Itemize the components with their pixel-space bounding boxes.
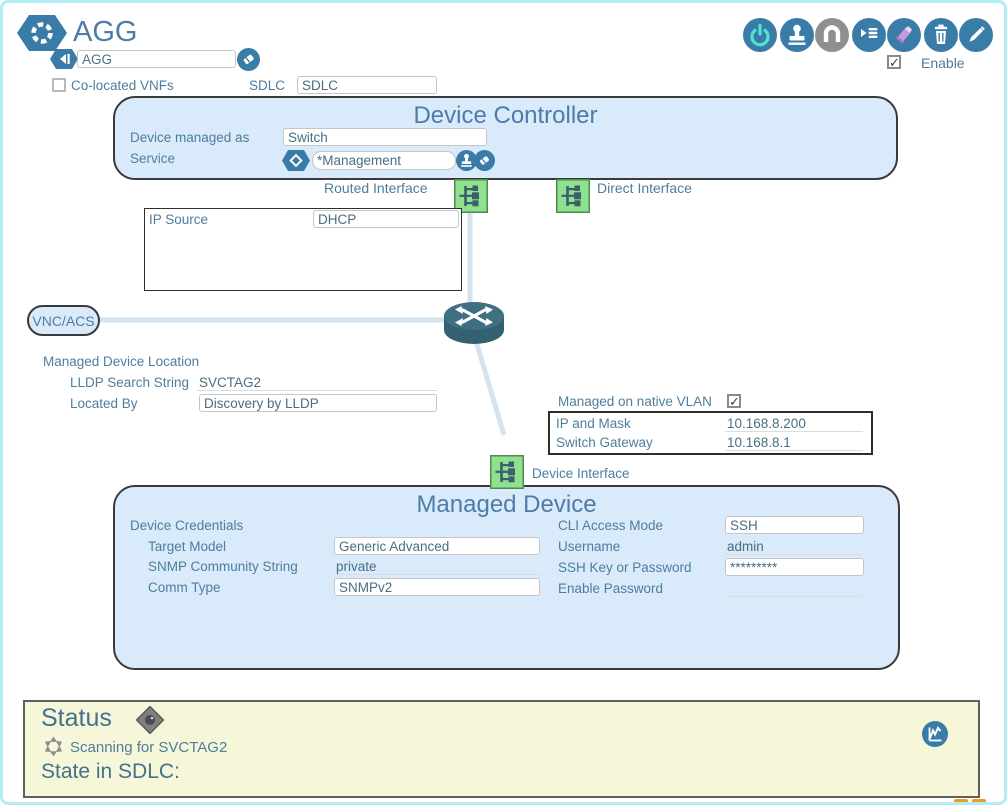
service-hexagon-icon[interactable]: [281, 149, 311, 172]
located-by-input[interactable]: [199, 394, 437, 412]
colocated-vnfs-label: Co-located VNFs: [71, 78, 174, 93]
topology-connectors: [98, 213, 507, 436]
comm-type-input[interactable]: [334, 578, 540, 596]
app-logo-hexagon-icon: [16, 13, 68, 53]
ip-source-label: IP Source: [149, 212, 209, 227]
direct-interface-label: Direct Interface: [597, 180, 692, 196]
magnet-icon[interactable]: [815, 18, 849, 52]
details-icon[interactable]: [852, 18, 886, 52]
edit-icon[interactable]: [959, 18, 993, 52]
status-scanning-text: Scanning for SVCTAG2: [70, 739, 228, 756]
status-panel: [23, 700, 980, 798]
status-title: Status: [41, 704, 112, 732]
username-input[interactable]: [725, 538, 863, 555]
router-icon[interactable]: [443, 299, 505, 347]
ip-and-mask-label: IP and Mask: [556, 416, 631, 431]
device-managed-as-label: Device managed as: [130, 130, 250, 145]
eraser-icon[interactable]: [237, 48, 260, 71]
device-managed-as-input[interactable]: [283, 128, 487, 146]
orange-foot-right: [972, 799, 986, 802]
status-diamond-icon: [135, 705, 165, 735]
ssh-key-label: SSH Key or Password: [558, 560, 692, 575]
chart-icon[interactable]: [922, 721, 948, 747]
power-icon[interactable]: [743, 18, 777, 52]
snmp-community-input[interactable]: [334, 558, 540, 575]
device-controller-title: Device Controller: [413, 102, 598, 129]
lldp-search-input[interactable]: [197, 374, 437, 391]
stamp-icon[interactable]: [780, 18, 814, 52]
managed-device-location-label: Managed Device Location: [43, 354, 200, 369]
enable-checkbox[interactable]: ✓: [887, 55, 901, 70]
ip-source-box: [144, 208, 462, 291]
username-label: Username: [558, 539, 621, 554]
sdlc-input[interactable]: [297, 76, 437, 94]
vnc-acs-node[interactable]: VNC/ACS: [27, 305, 100, 336]
enable-password-label: Enable Password: [558, 581, 664, 596]
name-hexagon-icon: [49, 48, 79, 70]
device-credentials-label: Device Credentials: [130, 518, 244, 533]
service-stamp-icon[interactable]: [456, 150, 477, 171]
vnc-acs-label: VNC/ACS: [32, 312, 95, 329]
state-in-sdlc-label: State in SDLC:: [41, 760, 180, 783]
service-eraser-icon[interactable]: [474, 150, 495, 171]
trash-icon[interactable]: [924, 18, 958, 52]
service-input[interactable]: [312, 151, 456, 170]
device-interface-icon[interactable]: [490, 455, 524, 489]
sdlc-label: SDLC: [249, 78, 286, 93]
cli-access-mode-label: CLI Access Mode: [558, 518, 664, 533]
service-label: Service: [130, 151, 176, 166]
ip-source-input[interactable]: [313, 210, 459, 228]
enable-label: Enable: [921, 55, 965, 71]
name-input[interactable]: [77, 50, 236, 68]
highlighter-icon[interactable]: [887, 18, 921, 52]
spinner-icon: [41, 734, 66, 759]
device-controller-panel: Device Controller: [113, 96, 898, 180]
ip-and-mask-input[interactable]: [725, 415, 863, 432]
target-model-input[interactable]: [334, 537, 540, 555]
managed-native-vlan-checkbox[interactable]: ✓: [727, 394, 741, 409]
enable-password-input[interactable]: [725, 580, 863, 597]
page-title: AGG: [73, 16, 138, 48]
comm-type-label: Comm Type: [148, 580, 221, 595]
device-interface-label: Device Interface: [532, 466, 630, 481]
orange-foot-left: [954, 799, 968, 802]
colocated-vnfs-checkbox[interactable]: [52, 78, 66, 92]
routed-interface-icon[interactable]: [454, 179, 488, 213]
ssh-key-input[interactable]: [725, 558, 864, 576]
lldp-search-label: LLDP Search String: [70, 375, 190, 390]
managed-device-title: Managed Device: [416, 491, 597, 518]
target-model-label: Target Model: [148, 539, 227, 554]
cli-access-mode-input[interactable]: [725, 516, 864, 534]
direct-interface-icon[interactable]: [556, 179, 590, 213]
located-by-label: Located By: [70, 396, 138, 411]
routed-interface-label: Routed Interface: [324, 180, 428, 196]
managed-native-vlan-label: Managed on native VLAN: [558, 394, 712, 409]
snmp-community-label: SNMP Community String: [148, 559, 298, 574]
switch-gateway-label: Switch Gateway: [556, 435, 653, 450]
switch-gateway-input[interactable]: [725, 434, 863, 451]
